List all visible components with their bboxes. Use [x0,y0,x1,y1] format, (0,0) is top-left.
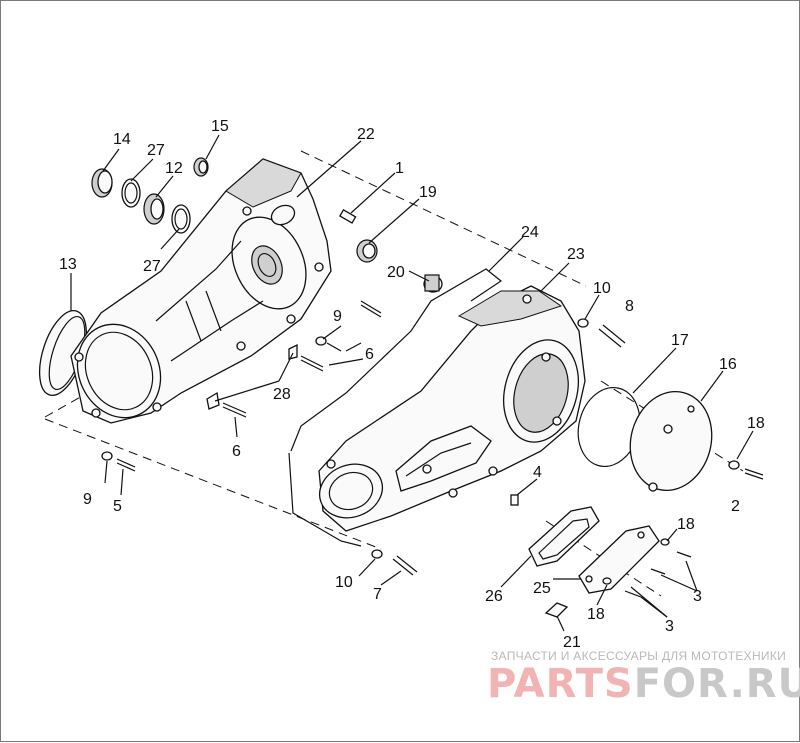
callout-23: 23 [567,246,585,263]
small-parts-upper [339,209,443,293]
bearing-stack [91,157,209,234]
callout-7: 7 [373,586,382,603]
inner-primary-housing [70,158,332,424]
callout-14: 14 [113,131,131,148]
callout-labels: 14 27 15 12 27 22 1 19 24 23 20 13 9 6 2… [59,118,765,651]
callout-8: 8 [625,298,634,315]
callout-4: 4 [533,464,542,481]
callout-19: 19 [419,184,437,201]
callout-13: 13 [59,256,77,273]
callout-27-lower: 27 [143,258,161,275]
watermark-logo: PARTSFOR.RU [487,661,800,707]
outer-primary-cover [318,285,586,532]
callout-16: 16 [719,356,737,373]
callout-9-upper: 9 [333,308,342,325]
callout-25: 25 [533,580,551,597]
callout-20: 20 [387,264,405,281]
callout-3-upper: 3 [693,588,702,605]
callout-9-lower: 9 [83,491,92,508]
callout-10-bottom: 10 [335,574,353,591]
watermark-logo-part1: PARTS [487,661,634,707]
fasteners [101,300,764,598]
callout-6-upper: 6 [365,346,374,363]
callout-28: 28 [273,386,291,403]
inspection-parts [528,506,660,618]
gasket-24 [288,268,503,547]
callout-5: 5 [113,498,122,515]
derby-cover-parts [577,386,713,492]
callout-17: 17 [671,332,689,349]
callout-1: 1 [395,160,404,177]
watermark-logo-part2: FOR.RU [633,661,800,707]
callout-18-inspection-upper: 18 [677,516,695,533]
callout-6-lower: 6 [232,443,241,460]
callout-10-right: 10 [593,280,611,297]
callout-2: 2 [731,498,740,515]
leader-lines [70,134,754,632]
callout-26: 26 [485,588,503,605]
callout-18-inspection-lower: 18 [587,606,605,623]
watermark-tagline: ЗАПЧАСТИ И АКСЕССУАРЫ ДЛЯ МОТОТЕХНИКИ [491,649,787,663]
callout-18-right: 18 [747,415,765,432]
callout-21: 21 [563,634,581,651]
callout-24: 24 [521,224,539,241]
callout-3-lower: 3 [665,618,674,635]
callout-12: 12 [165,160,183,177]
callout-22: 22 [357,126,375,143]
callout-27-upper: 27 [147,142,165,159]
callout-15: 15 [211,118,229,135]
